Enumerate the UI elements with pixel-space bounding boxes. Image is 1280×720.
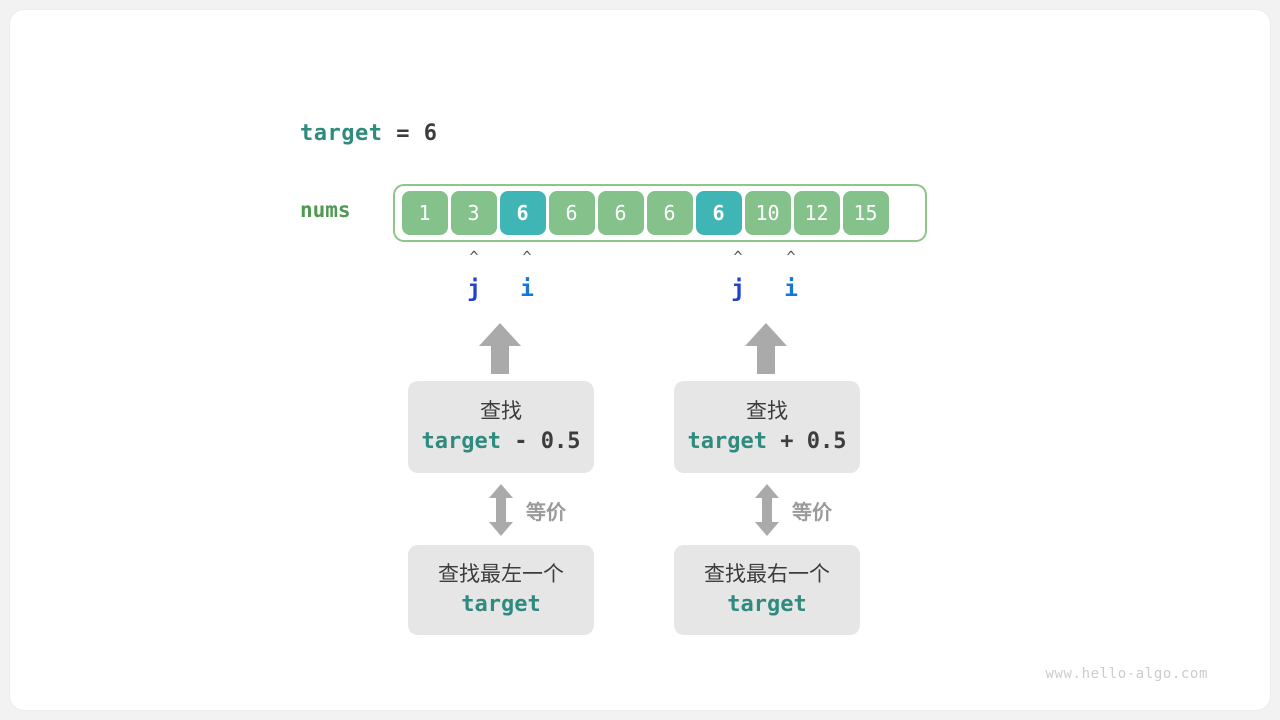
upper-box-right[interactable]: 查找 target + 0.5 xyxy=(674,381,860,473)
array-cell-6[interactable]: 6 xyxy=(695,191,742,235)
upper-box-left[interactable]: 查找 target - 0.5 xyxy=(408,381,594,473)
array-cell-5[interactable]: 6 xyxy=(646,191,693,235)
array-cell-0[interactable]: 1 xyxy=(401,191,448,235)
upper-box-left-expression: target - 0.5 xyxy=(422,428,581,457)
up-arrow-icon-left xyxy=(478,322,522,378)
double-arrow-icon-left xyxy=(489,484,513,536)
array-cell-3[interactable]: 6 xyxy=(548,191,595,235)
watermark: www.hello-algo.com xyxy=(1045,666,1208,682)
caret-icon-right-i: ^ xyxy=(786,248,796,266)
target-value: 6 xyxy=(423,121,438,146)
caret-icon-left-i: ^ xyxy=(522,248,532,266)
upper-box-left-line1: 查找 xyxy=(480,398,522,423)
lower-box-right[interactable]: 查找最右一个 target xyxy=(674,545,860,635)
equivalence-group-left: 等价 xyxy=(488,483,566,537)
lower-box-right-line1: 查找最右一个 xyxy=(704,561,830,586)
upper-box-left-operator: - 0.5 xyxy=(501,428,581,454)
equivalence-label-left: 等价 xyxy=(526,499,566,524)
lower-box-right-target: target xyxy=(727,591,807,617)
equals-sign: = xyxy=(396,121,410,146)
up-arrow-icon-right xyxy=(744,322,788,378)
caret-icon-right-j: ^ xyxy=(733,248,743,266)
upper-box-right-operator: + 0.5 xyxy=(767,428,847,454)
equivalence-label-right: 等价 xyxy=(792,499,832,524)
pointer-label-left-i: i xyxy=(520,276,534,302)
array-cell-9[interactable]: 15 xyxy=(842,191,889,235)
array-cell-7[interactable]: 10 xyxy=(744,191,791,235)
target-keyword: target xyxy=(300,121,383,146)
pointer-label-right-i: i xyxy=(784,276,798,302)
upper-box-left-target: target xyxy=(421,428,501,454)
array-cell-1[interactable]: 3 xyxy=(450,191,497,235)
array-cell-8[interactable]: 12 xyxy=(793,191,840,235)
pointer-label-left-j: j xyxy=(467,276,481,302)
equivalence-group-right: 等价 xyxy=(754,483,832,537)
target-declaration: target = 6 xyxy=(300,121,437,146)
upper-box-right-target: target xyxy=(687,428,767,454)
pointer-label-right-j: j xyxy=(731,276,745,302)
lower-box-left-line1: 查找最左一个 xyxy=(438,561,564,586)
caret-icon-left-j: ^ xyxy=(469,248,479,266)
upper-box-right-line1: 查找 xyxy=(746,398,788,423)
upper-box-right-expression: target + 0.5 xyxy=(688,428,847,457)
nums-label: nums xyxy=(300,198,351,222)
double-arrow-icon-right xyxy=(755,484,779,536)
lower-box-left[interactable]: 查找最左一个 target xyxy=(408,545,594,635)
array-cell-4[interactable]: 6 xyxy=(597,191,644,235)
array-cell-2[interactable]: 6 xyxy=(499,191,546,235)
lower-box-left-target: target xyxy=(461,591,541,617)
diagram-card: target = 6 nums 1 3 6 6 6 6 6 10 12 15 ^… xyxy=(10,10,1270,710)
array-container: 1 3 6 6 6 6 6 10 12 15 xyxy=(393,184,927,242)
